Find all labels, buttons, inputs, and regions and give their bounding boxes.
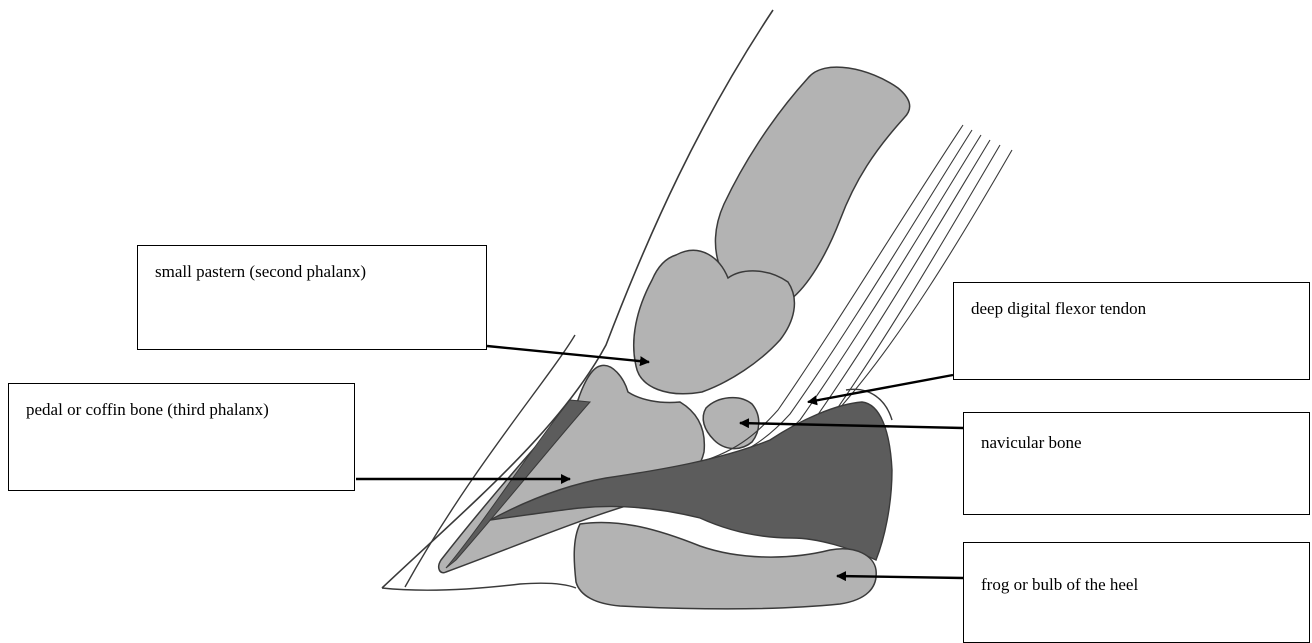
long-pastern-bone bbox=[715, 67, 909, 304]
label-deep-flexor-tendon-text: deep digital flexor tendon bbox=[971, 299, 1146, 318]
arrow-deep-flexor bbox=[808, 375, 953, 402]
label-pedal-bone: pedal or coffin bone (third phalanx) bbox=[8, 383, 355, 491]
sole-line bbox=[382, 583, 576, 590]
label-frog-bulb-text: frog or bulb of the heel bbox=[981, 575, 1138, 594]
label-small-pastern: small pastern (second phalanx) bbox=[137, 245, 487, 350]
label-deep-flexor-tendon: deep digital flexor tendon bbox=[953, 282, 1310, 380]
label-frog-bulb: frog or bulb of the heel bbox=[963, 542, 1310, 643]
label-navicular-bone-text: navicular bone bbox=[981, 433, 1082, 452]
label-small-pastern-text: small pastern (second phalanx) bbox=[155, 262, 366, 281]
label-pedal-bone-text: pedal or coffin bone (third phalanx) bbox=[26, 400, 269, 419]
label-navicular-bone: navicular bone bbox=[963, 412, 1310, 515]
arrow-small-pastern bbox=[487, 346, 649, 362]
